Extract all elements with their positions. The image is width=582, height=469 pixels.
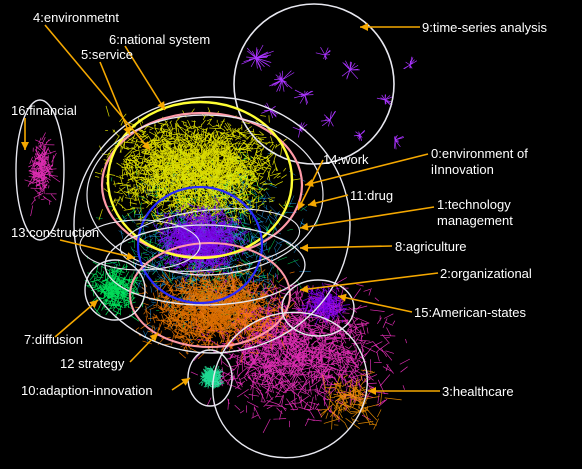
label-cluster-3: 3:healthcare (442, 384, 514, 399)
ring-cluster-11 (119, 208, 301, 272)
arrow-cluster-8 (299, 243, 393, 252)
label-cluster-4: 4:environmetnt (33, 10, 119, 25)
ring-cluster-6 (106, 100, 294, 260)
ring-layer (15, 3, 395, 459)
circle-cluster-16 (15, 99, 65, 241)
arrow-cluster-9 (360, 23, 420, 31)
label-cluster-6: 6:national system (109, 32, 211, 47)
arrow-cluster-16 (21, 118, 29, 150)
label-cluster-1: 1:technology (437, 197, 511, 212)
edges-cluster-16 (24, 132, 61, 217)
arrow-cluster-3 (368, 387, 440, 395)
edges-cluster-10 (198, 365, 225, 391)
label-cluster-2: 2:organizational (440, 266, 532, 281)
edges-strays (317, 369, 402, 431)
circle-cluster-10 (187, 349, 233, 407)
arrow-layer (21, 23, 440, 395)
ring-cluster-1 (136, 185, 264, 305)
arrow-cluster-10 (171, 377, 191, 391)
label-cluster-12: 12 strategy (60, 356, 125, 371)
label-cluster-1-line2: management (437, 213, 513, 228)
ring-cluster-2 (129, 242, 291, 348)
label-cluster-16: 16:financial (11, 103, 77, 118)
label-cluster-8: 8:agriculture (395, 239, 467, 254)
label-cluster-11: 11:drug (350, 188, 394, 203)
arrow-cluster-15 (337, 293, 413, 313)
arrow-cluster-13 (59, 239, 136, 261)
edges-cluster-9 (241, 44, 418, 150)
circle-cluster-3 (211, 311, 369, 459)
circle-cluster-9 (233, 3, 395, 165)
arrow-cluster-7 (54, 299, 99, 338)
circle-cluster-7 (84, 259, 146, 321)
arrow-cluster-11 (307, 194, 349, 207)
arrow-cluster-6 (124, 45, 166, 111)
label-cluster-15: 15:American-states (414, 305, 526, 320)
ring-cluster-4 (86, 114, 324, 276)
circle-cluster-0 (73, 96, 351, 354)
label-cluster-14: 14:work (323, 152, 369, 167)
label-cluster-7: 7:diffusion (24, 332, 84, 347)
arrow-cluster-5 (99, 61, 131, 136)
label-cluster-13: 13:construction (11, 225, 100, 240)
label-cluster-5: 5:service (81, 47, 134, 62)
label-cluster-9: 9:time-series analysis (422, 20, 547, 35)
circle-cluster-15 (281, 279, 355, 337)
label-cluster-0: 0:environment of (431, 146, 528, 161)
label-cluster-10: 10:adaption-innovation (21, 383, 153, 398)
label-cluster-0-line2: iInnovation (431, 162, 494, 177)
arrow-cluster-12 (129, 332, 159, 363)
arrow-cluster-2 (299, 272, 439, 293)
arrow-cluster-4 (44, 24, 151, 151)
arrow-cluster-1 (299, 206, 435, 231)
arrow-cluster-0 (304, 153, 429, 187)
